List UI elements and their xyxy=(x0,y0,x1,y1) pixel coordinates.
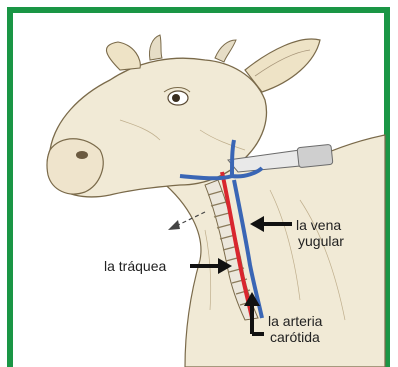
vena-yugular-label: la vena yugular xyxy=(296,217,344,249)
vena-yugular-line1: la vena xyxy=(296,217,341,233)
traquea-text: la tráquea xyxy=(104,258,166,274)
cow-right-ear xyxy=(245,39,320,92)
cow-muzzle xyxy=(47,139,103,194)
vena-yugular-line2: yugular xyxy=(296,233,344,249)
cow-left-ear xyxy=(106,42,140,70)
cow-nostril xyxy=(76,151,88,159)
cow-left-horn xyxy=(149,35,162,60)
traquea-label: la tráquea xyxy=(104,258,166,274)
arteria-carotida-line2: carótida xyxy=(268,329,320,345)
cow-right-horn xyxy=(215,40,236,62)
arteria-carotida-line1: la arteria xyxy=(268,313,322,329)
arteria-carotida-label: la arteria carótida xyxy=(268,313,322,345)
